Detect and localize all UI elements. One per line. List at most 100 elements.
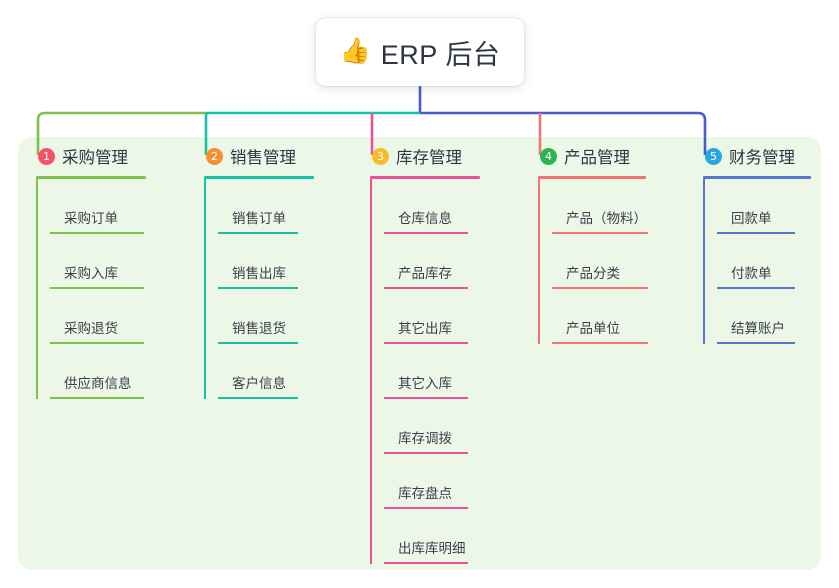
leaf-list: 销售订单销售出库销售退货客户信息 <box>204 178 314 399</box>
leaf-underline <box>218 397 298 399</box>
root-title: ERP 后台 <box>380 39 501 70</box>
leaf-underline <box>50 232 144 234</box>
leaf-item[interactable]: 销售订单 <box>218 179 314 234</box>
leaf-label: 供应商信息 <box>64 375 132 391</box>
branch-underline <box>204 176 314 179</box>
branch-underline <box>370 176 480 179</box>
leaf-item[interactable]: 产品（物料） <box>552 179 648 234</box>
leaf-item[interactable]: 结算账户 <box>717 289 811 344</box>
branch-number-badge: 4 <box>540 147 557 165</box>
leaf-list: 产品（物料） 产品分类产品单位 <box>538 178 648 344</box>
leaf-item[interactable]: 出库库明细 <box>384 509 480 564</box>
leaf-label: 销售退货 <box>232 320 286 336</box>
branch-number-badge: 3 <box>372 147 389 165</box>
leaf-label: 采购入库 <box>64 265 118 281</box>
leaf-item[interactable]: 客户信息 <box>218 344 314 399</box>
branch-number-badge: 5 <box>705 147 722 165</box>
leaf-item[interactable]: 销售退货 <box>218 289 314 344</box>
leaf-underline <box>717 287 795 289</box>
leaf-list: 回款单付款单结算账户 <box>703 178 811 344</box>
branch-title: 采购管理 <box>62 149 128 167</box>
leaf-item[interactable]: 回款单 <box>717 179 811 234</box>
leaf-label: 结算账户 <box>731 320 785 336</box>
branch-column: 2 销售管理销售订单销售出库销售退货客户信息 <box>204 144 314 399</box>
leaf-label: 回款单 <box>731 210 772 226</box>
leaf-item[interactable]: 产品库存 <box>384 234 480 289</box>
leaf-label: 付款单 <box>731 265 772 281</box>
branch-header[interactable]: 3 库存管理 <box>370 144 480 168</box>
branch-header[interactable]: 2 销售管理 <box>204 144 314 168</box>
leaf-item[interactable]: 采购入库 <box>50 234 146 289</box>
leaf-item[interactable]: 仓库信息 <box>384 179 480 234</box>
branch-title: 销售管理 <box>230 149 296 167</box>
leaf-underline <box>384 287 468 289</box>
branch-underline <box>36 176 146 179</box>
branch-number-badge: 1 <box>38 147 55 165</box>
leaf-label: 销售出库 <box>232 265 286 281</box>
branch-column: 3 库存管理仓库信息产品库存其它出库其它入库库存调拨库存盘点出库库明细 <box>370 144 480 564</box>
leaf-label: 产品分类 <box>566 265 620 281</box>
leaf-underline <box>552 342 648 344</box>
leaf-underline <box>384 452 468 454</box>
leaf-underline <box>552 287 648 289</box>
leaf-spine <box>204 178 206 399</box>
leaf-label: 产品单位 <box>566 320 620 336</box>
leaf-label: 采购订单 <box>64 210 118 226</box>
leaf-list: 采购订单采购入库采购退货供应商信息 <box>36 178 146 399</box>
leaf-label: 出库库明细 <box>398 540 466 556</box>
leaf-spine <box>703 178 705 344</box>
leaf-underline <box>384 397 468 399</box>
leaf-item[interactable]: 供应商信息 <box>50 344 146 399</box>
leaf-underline <box>50 287 144 289</box>
leaf-underline <box>218 232 298 234</box>
leaf-label: 其它入库 <box>398 375 452 391</box>
leaf-label: 其它出库 <box>398 320 452 336</box>
leaf-spine <box>36 178 38 399</box>
leaf-label: 仓库信息 <box>398 210 452 226</box>
leaf-underline <box>218 342 298 344</box>
leaf-underline <box>384 562 468 564</box>
leaf-underline <box>384 342 468 344</box>
branches-panel <box>18 137 821 570</box>
branch-title: 库存管理 <box>396 149 462 167</box>
branch-column: 4 产品管理产品（物料） 产品分类产品单位 <box>538 144 648 344</box>
leaf-item[interactable]: 其它入库 <box>384 344 480 399</box>
leaf-item[interactable]: 采购退货 <box>50 289 146 344</box>
leaf-label: 客户信息 <box>232 375 286 391</box>
leaf-underline <box>50 397 144 399</box>
leaf-item[interactable]: 采购订单 <box>50 179 146 234</box>
leaf-list: 仓库信息产品库存其它出库其它入库库存调拨库存盘点出库库明细 <box>370 178 480 564</box>
leaf-label: 产品（物料） <box>566 210 647 226</box>
branch-number-badge: 2 <box>206 147 223 165</box>
leaf-label: 采购退货 <box>64 320 118 336</box>
leaf-underline <box>717 232 795 234</box>
thumbs-up-icon: 👍 <box>339 36 371 65</box>
leaf-item[interactable]: 产品分类 <box>552 234 648 289</box>
branch-underline <box>538 176 646 179</box>
branch-column: 1 采购管理采购订单采购入库采购退货供应商信息 <box>36 144 146 399</box>
leaf-underline <box>384 507 468 509</box>
leaf-spine <box>538 178 540 344</box>
leaf-underline <box>552 232 648 234</box>
leaf-underline <box>218 287 298 289</box>
leaf-item[interactable]: 付款单 <box>717 234 811 289</box>
leaf-label: 库存调拨 <box>398 430 452 446</box>
leaf-label: 库存盘点 <box>398 485 452 501</box>
leaf-label: 销售订单 <box>232 210 286 226</box>
leaf-underline <box>384 232 468 234</box>
root-node[interactable]: 👍 ERP 后台 <box>316 18 524 86</box>
leaf-item[interactable]: 销售出库 <box>218 234 314 289</box>
leaf-item[interactable]: 其它出库 <box>384 289 480 344</box>
branch-header[interactable]: 4 产品管理 <box>538 144 646 168</box>
branch-underline <box>703 176 811 179</box>
branch-title: 产品管理 <box>564 149 630 167</box>
leaf-underline <box>50 342 144 344</box>
leaf-item[interactable]: 产品单位 <box>552 289 648 344</box>
leaf-item[interactable]: 库存调拨 <box>384 399 480 454</box>
leaf-underline <box>717 342 795 344</box>
leaf-item[interactable]: 库存盘点 <box>384 454 480 509</box>
branch-header[interactable]: 1 采购管理 <box>36 144 146 168</box>
